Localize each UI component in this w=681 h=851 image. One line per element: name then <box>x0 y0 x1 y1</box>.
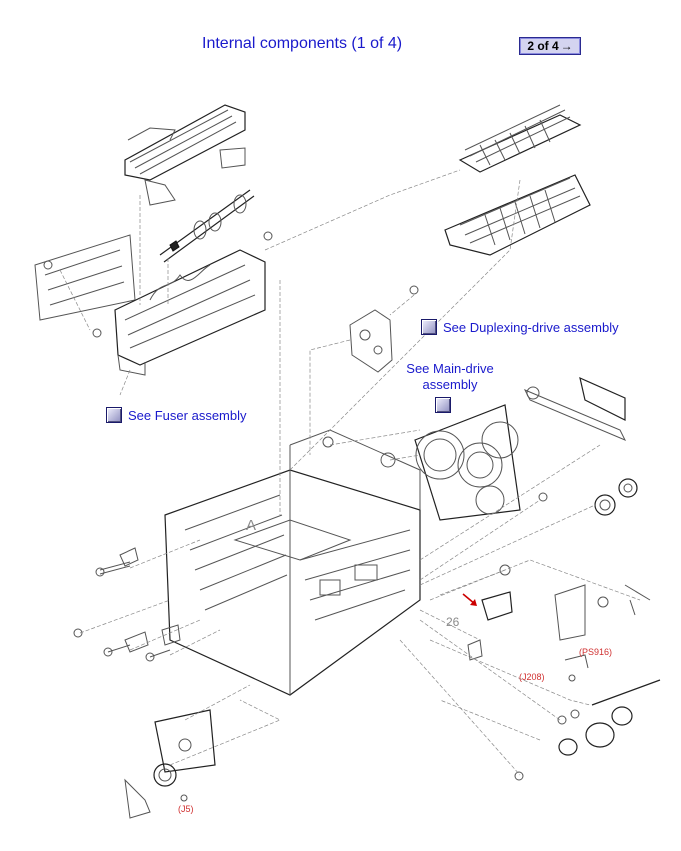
duplexing-bracket-part <box>349 285 419 373</box>
fuser-roller-part <box>159 189 255 263</box>
next-page-arrow-icon: → <box>560 39 573 53</box>
main-drive-link-line1[interactable]: See Main-drive <box>406 361 494 376</box>
paper-guide-upper-part <box>458 104 582 173</box>
fuser-assembly-link[interactable]: See Fuser assembly <box>106 407 247 423</box>
leader-lines <box>59 169 641 776</box>
next-page-button[interactable]: 2 of 4 → <box>519 37 581 55</box>
screws-left-part <box>73 547 181 662</box>
right-gears-part <box>594 478 638 516</box>
reference-number-26: 26 <box>446 615 460 629</box>
lower-bracket-part <box>124 709 216 819</box>
fuser-top-cover-part <box>124 104 246 206</box>
reference-letter-a: A <box>246 517 257 534</box>
callout-j208: (J208) <box>519 672 545 682</box>
paper-guide-lower-part <box>444 174 591 256</box>
main-drive-link-label[interactable]: See Main-drive assembly <box>395 361 505 393</box>
right-rail-part <box>523 376 627 441</box>
link-button-icon[interactable] <box>421 319 437 335</box>
page-title: Internal components (1 of 4) <box>202 35 403 52</box>
callout-j5: (J5) <box>178 804 194 814</box>
callout-ps916: (PS916) <box>579 647 613 657</box>
main-drive-link-line2[interactable]: assembly <box>422 377 478 392</box>
link-button-icon[interactable] <box>106 407 122 423</box>
main-drive-link-button-icon[interactable] <box>435 397 451 413</box>
fuser-assembly-link-text[interactable]: See Fuser assembly <box>128 407 247 423</box>
duplexing-drive-link-text[interactable]: See Duplexing-drive assembly <box>443 319 619 335</box>
lower-right-parts <box>467 564 661 781</box>
main-drive-gears-part <box>322 404 548 521</box>
red-arrow-icon <box>462 593 477 606</box>
fuser-body-part <box>92 231 273 376</box>
main-chassis-part <box>164 429 421 696</box>
duplexing-drive-link[interactable]: See Duplexing-drive assembly <box>421 319 619 335</box>
pager-label: 2 of 4 <box>527 39 559 53</box>
